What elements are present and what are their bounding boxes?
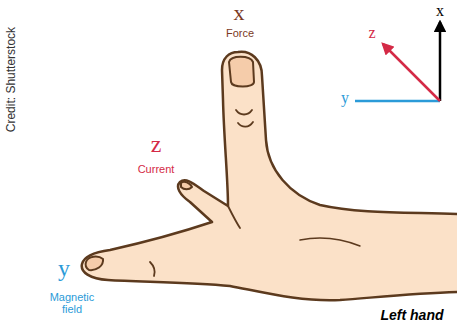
- axis-letter: x: [234, 1, 245, 25]
- x-axis: [439, 22, 442, 101]
- axis-letter: x: [436, 2, 444, 20]
- axes-symbol: [355, 22, 440, 101]
- force-label: Force: [226, 27, 254, 39]
- hand-caption: Left hand: [381, 308, 444, 323]
- magnetic-field-label: Magnetic field: [44, 291, 100, 315]
- axis-letter: y: [58, 255, 70, 281]
- axis-letter: z: [368, 24, 375, 42]
- hand: [82, 52, 457, 301]
- axis-letter: y: [341, 89, 349, 107]
- axis-letter: z: [151, 131, 162, 157]
- current-label: Current: [138, 163, 175, 175]
- credit-note: Credit: Shutterstock: [5, 27, 18, 132]
- y-axis: [355, 100, 440, 103]
- z-axis: [383, 44, 440, 101]
